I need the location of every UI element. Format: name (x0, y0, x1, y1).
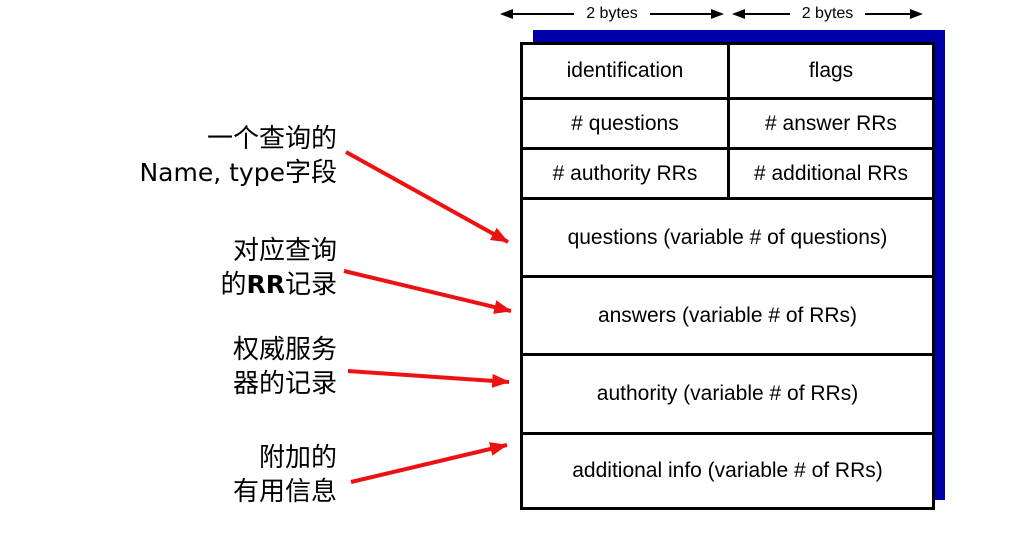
byte-ruler-left: 2 bytes (500, 5, 724, 23)
byte-ruler-left-label: 2 bytes (586, 5, 638, 22)
cell-num-authority-rrs: # authority RRs (523, 150, 730, 197)
arrow-to-authority (347, 369, 510, 388)
cell-num-additional-rrs: # additional RRs (753, 161, 909, 185)
cell-authority-section: authority (variable # of RRs) (523, 353, 932, 432)
table-row: # questions # answer RRs (523, 97, 932, 147)
arrowhead-right-icon (711, 9, 724, 19)
annotation-rr-records: 对应查询 的RR记录 (220, 236, 337, 300)
cell-identification: identification (523, 45, 730, 97)
annotation-authoritative-records: 权威服务 器的记录 (232, 335, 337, 399)
arrow-to-answers (343, 269, 512, 314)
table-row: # authority RRs # additional RRs (523, 147, 932, 197)
cell-num-questions: # questions (523, 100, 730, 147)
table-row: identification flags (523, 45, 932, 97)
annotation-additional-info: 附加的 有用信息 (232, 443, 337, 507)
arrow-to-additional-info (350, 442, 508, 484)
cell-answers-section: answers (variable # of RRs) (523, 275, 932, 353)
cell-flags: flags (808, 59, 854, 82)
arrowhead-right-icon (910, 9, 923, 19)
cell-additional-info-section: additional info (variable # of RRs) (523, 432, 932, 507)
cell-num-answer-rrs: # answer RRs (765, 111, 897, 135)
byte-ruler-right: 2 bytes (732, 5, 923, 23)
annotation-query-fields: 一个查询的 Name, type字段 (139, 124, 337, 188)
arrowhead-left-icon (500, 9, 513, 19)
byte-ruler-right-label: 2 bytes (801, 5, 854, 22)
cell-questions-section: questions (variable # of questions) (523, 197, 932, 275)
dns-message-table: identification flags # questions # answe… (520, 42, 935, 510)
arrow-to-questions (345, 150, 509, 244)
arrowhead-left-icon (732, 9, 745, 19)
